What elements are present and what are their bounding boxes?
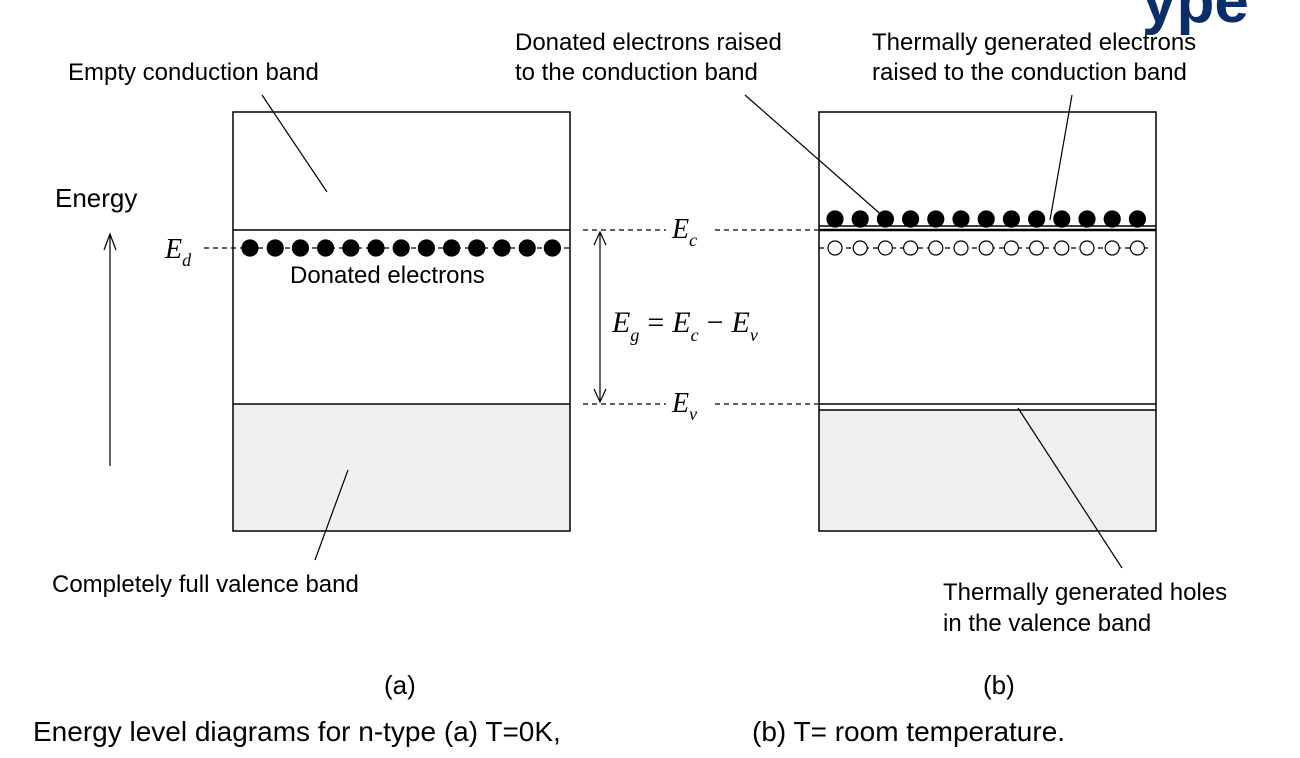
pointer-donated-raised (744, 94, 886, 219)
conduction-electron (1128, 210, 1147, 228)
donated-electron (493, 239, 511, 257)
empty-donor-site (953, 240, 969, 256)
label-ev: Ev (671, 388, 697, 424)
empty-donor-site (1028, 240, 1045, 256)
caption-b: (b) (983, 670, 1015, 700)
donated-electron (367, 239, 385, 257)
donated-electron (291, 239, 309, 257)
conduction-electron (952, 210, 970, 228)
empty-donor-site (978, 240, 994, 256)
valence-band-a (233, 404, 570, 531)
empty-donor-site (877, 240, 894, 256)
pointer-empty-conduction-band (261, 94, 328, 193)
conduction-electron (1002, 210, 1021, 228)
conduction-electron (1078, 210, 1096, 228)
band-gap-annotation: Ec Ev Eg=Ec−Ev (583, 214, 818, 424)
donated-electron (317, 239, 335, 257)
conduction-electron (826, 210, 844, 228)
label-empty-conduction-band: Empty conduction band (68, 59, 319, 86)
donated-electron (266, 239, 284, 257)
empty-donor-site (852, 240, 868, 256)
conduction-electron (1053, 210, 1071, 228)
pointer-full-valence-band (314, 469, 349, 561)
donated-electron (342, 239, 360, 257)
energy-arrowhead (103, 232, 117, 251)
donated-electron (518, 239, 536, 257)
conduction-electron (1027, 210, 1046, 228)
valence-band-b (819, 410, 1156, 531)
band-gap-arrow-top (593, 230, 607, 246)
figure-caption-part1: Energy level diagrams for n-type (a) T=0… (33, 716, 561, 747)
label-thermal-holes: Thermally generated holes in the valence… (943, 579, 1234, 637)
label-donated-electrons: Donated electrons (290, 262, 485, 289)
label-ec: Ec (671, 214, 697, 250)
empty-donor-site (1003, 240, 1020, 256)
label-full-valence-band: Completely full valence band (52, 571, 359, 598)
donated-electron (543, 239, 562, 257)
empty-donor-site (1054, 240, 1070, 256)
conduction-electron (1103, 210, 1121, 228)
figure-caption-part2: (b) T= room temperature. (752, 716, 1065, 747)
conduction-electron (851, 210, 869, 228)
conduction-electron (927, 210, 945, 228)
donated-electron (468, 239, 486, 257)
diagram-a: Empty conduction band Energy Ed Donated … (52, 59, 571, 700)
donated-electrons-a (241, 239, 562, 257)
empty-donor-site (902, 240, 919, 256)
band-gap-equation: Eg=Ec−Ev (611, 306, 758, 345)
donated-electron (443, 239, 461, 257)
label-donated-raised: Donated electrons raised to the conducti… (515, 29, 789, 86)
empty-donor-site (1079, 240, 1095, 256)
pointer-thermal-electrons (1049, 94, 1073, 221)
empty-donor-sites-b (827, 240, 1146, 256)
empty-donor-site (827, 240, 843, 256)
donated-electron (417, 239, 435, 257)
raised-electrons-b (826, 210, 1147, 228)
caption-a: (a) (384, 670, 416, 700)
band-box-a (232, 111, 571, 532)
donated-electron (241, 239, 259, 257)
conduction-electron (901, 210, 920, 228)
empty-donor-site (1129, 240, 1146, 256)
band-box-b (818, 111, 1157, 532)
empty-donor-site (928, 240, 944, 256)
label-thermal-electrons: Thermally generated electrons raised to … (872, 29, 1203, 86)
diagram-b: Donated electrons raised to the conducti… (515, 29, 1234, 700)
donated-electron (392, 239, 410, 257)
band-gap-arrow-bottom (593, 388, 607, 404)
empty-donor-site (1104, 240, 1120, 256)
label-ed: Ed (164, 234, 192, 270)
conduction-electron (977, 210, 995, 228)
title-fragment: ype (1142, 0, 1249, 36)
label-energy: Energy (55, 183, 137, 213)
pointer-thermal-holes (1017, 407, 1123, 569)
